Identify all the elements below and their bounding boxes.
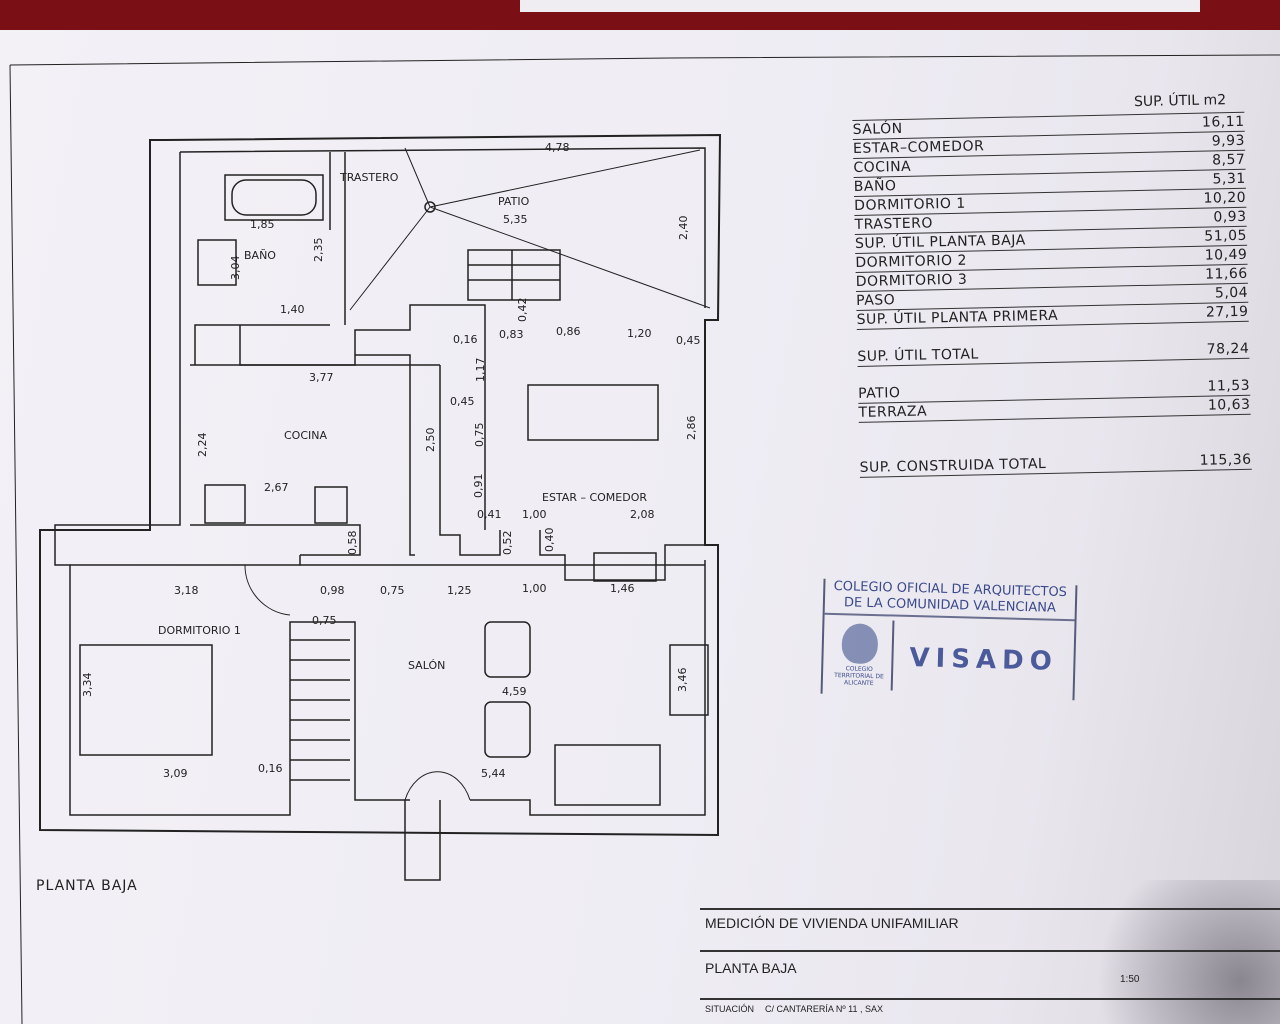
divider	[700, 908, 1280, 910]
dimension-label: 0,91	[472, 474, 485, 499]
dimension-label: 0,52	[501, 531, 514, 556]
room-label: DORMITORIO 1	[158, 624, 241, 637]
row-value: 10,49	[1204, 246, 1248, 264]
row-label: PATIO	[857, 385, 901, 402]
dimension-label: 2,67	[264, 481, 289, 494]
situacion-label: SITUACIÓN	[705, 1004, 755, 1014]
dimension-label: 0,45	[450, 395, 475, 408]
divider	[700, 950, 1280, 952]
dimension-label: 0,40	[543, 528, 556, 553]
dimension-label: 2,08	[630, 508, 655, 521]
row-value: 115,36	[1199, 451, 1252, 469]
row-value: 11,66	[1204, 265, 1248, 283]
dimension-label: 0,75	[473, 423, 486, 448]
dimension-label: 1,00	[522, 508, 547, 521]
dimension-label: 0,42	[516, 298, 529, 323]
row-label: SUP. ÚTIL TOTAL	[857, 346, 979, 365]
scale: 1:50	[1120, 974, 1140, 985]
dimension-label: 2,35	[312, 238, 325, 263]
visado-text: VISADO	[909, 642, 1059, 677]
row-value: 8,57	[1212, 151, 1246, 169]
dimension-label: 3,18	[174, 584, 199, 597]
dimension-label: 0,75	[380, 584, 405, 597]
top-paper-edge	[520, 0, 1200, 12]
row-value: 5,04	[1214, 284, 1249, 302]
dimension-label: 0,98	[320, 584, 345, 597]
blueprint-sheet	[0, 30, 1280, 1024]
dimension-label: 4,78	[545, 141, 570, 154]
dimension-label: 3,34	[81, 673, 94, 698]
seal-text: COLEGIO TERRITORIAL DE ALICANTE	[834, 665, 884, 688]
row-label: DORMITORIO 1	[854, 195, 966, 214]
situacion-value: C/ CANTARERÍA Nº 11 , SAX	[765, 1004, 883, 1014]
room-label: PATIO	[498, 195, 530, 208]
row-value: 11,53	[1207, 377, 1251, 395]
dimension-label: 0,75	[312, 614, 337, 627]
dimension-label: 0,16	[258, 762, 283, 775]
dimension-label: 2,40	[677, 216, 690, 241]
dimension-label: 0,41	[477, 508, 502, 521]
dimension-label: 2,24	[196, 433, 209, 458]
row-label: ESTAR–COMEDOR	[852, 138, 985, 157]
sheet-title: PLANTA BAJA	[705, 960, 797, 976]
row-value: 5,31	[1212, 170, 1246, 188]
row-label: SUP. CONSTRUIDA TOTAL	[859, 456, 1047, 476]
dimension-label: 0,45	[676, 334, 701, 347]
dimension-label: 3,77	[309, 371, 334, 384]
dimension-label: 5,35	[503, 213, 528, 226]
row-value: 0,93	[1213, 208, 1247, 226]
dimension-label: 0,58	[346, 531, 359, 556]
row-label: SUP. ÚTIL PLANTA BAJA	[854, 232, 1026, 252]
dimension-label: 0,83	[499, 328, 524, 341]
dimension-label: 2,50	[424, 428, 437, 453]
room-label: ESTAR – COMEDOR	[542, 491, 647, 504]
plan-label: PLANTA BAJA	[36, 878, 138, 894]
room-label: SALÓN	[408, 659, 445, 672]
dimension-label: 1,20	[627, 327, 652, 340]
dimension-label: 0,16	[453, 333, 478, 346]
dimension-label: 3,04	[229, 256, 242, 281]
shadow	[1080, 880, 1280, 1024]
dimension-label: 1,17	[474, 358, 487, 383]
dimension-label: 3,09	[163, 767, 188, 780]
row-value: 10,20	[1203, 189, 1247, 207]
row-value: 27,19	[1205, 303, 1249, 321]
row-value: 78,24	[1206, 340, 1250, 358]
dimension-label: 3,46	[676, 668, 689, 693]
row-label: SALÓN	[852, 120, 903, 138]
row-value: 16,11	[1201, 113, 1245, 131]
row-value: 10,63	[1207, 396, 1251, 414]
dimension-label: 1,46	[610, 582, 635, 595]
divider	[700, 998, 1280, 1000]
row-label: BAÑO	[853, 178, 897, 195]
dimension-label: 1,85	[250, 218, 275, 231]
row-label: TRASTERO	[854, 215, 934, 233]
dimension-label: 2,86	[685, 416, 698, 441]
seal-icon: COLEGIO TERRITORIAL DE ALICANTE	[826, 618, 895, 691]
dimension-label: 5,44	[481, 767, 506, 780]
row-label: PASO	[856, 292, 896, 309]
room-label: COCINA	[284, 429, 327, 442]
dimension-label: 4,59	[502, 685, 527, 698]
dimension-label: 1,25	[447, 584, 472, 597]
row-value: 51,05	[1204, 227, 1248, 245]
row-value: 9,93	[1211, 132, 1246, 150]
row-label: COCINA	[853, 158, 912, 176]
dimension-label: 1,00	[522, 582, 547, 595]
room-label: BAÑO	[244, 249, 276, 262]
room-label: TRASTERO	[339, 171, 399, 184]
dimension-label: 1,40	[280, 303, 305, 316]
project-title: MEDICIÓN DE VIVIENDA UNIFAMILIAR	[705, 915, 959, 931]
row-label: DORMITORIO 2	[855, 252, 968, 271]
row-label: DORMITORIO 3	[855, 271, 968, 290]
row-label: TERRAZA	[858, 403, 928, 421]
dimension-label: 0,86	[556, 325, 581, 338]
